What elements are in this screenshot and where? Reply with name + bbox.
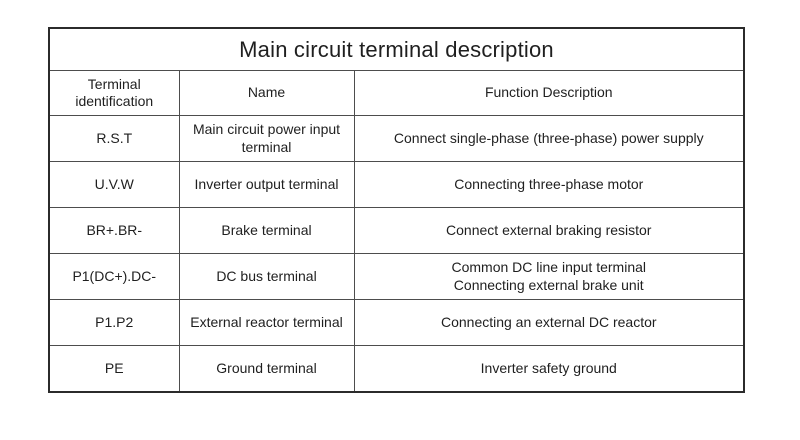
cell-description: Connecting three-phase motor [353, 161, 745, 208]
cell-name: Ground terminal [178, 345, 355, 393]
cell-terminal-id: PE [48, 345, 180, 393]
cell-name: DC bus terminal [178, 253, 355, 300]
cell-terminal-id: BR+.BR- [48, 207, 180, 254]
cell-description: Connect single-phase (three-phase) power… [353, 115, 745, 162]
table-header-row: Terminal identification Name Function De… [48, 70, 745, 116]
table-row: BR+.BR- Brake terminal Connect external … [48, 207, 745, 254]
cell-description: Common DC line input terminal Connecting… [353, 253, 745, 300]
table-row: PE Ground terminal Inverter safety groun… [48, 345, 745, 393]
cell-name: Brake terminal [178, 207, 355, 254]
col-header-name: Name [178, 70, 355, 116]
table-row: U.V.W Inverter output terminal Connectin… [48, 161, 745, 208]
cell-description: Connect external braking resistor [353, 207, 745, 254]
table-row: P1(DC+).DC- DC bus terminal Common DC li… [48, 253, 745, 300]
cell-name: External reactor terminal [178, 299, 355, 346]
col-header-function-description: Function Description [353, 70, 745, 116]
cell-terminal-id: R.S.T [48, 115, 180, 162]
table-title: Main circuit terminal description [48, 27, 745, 71]
main-circuit-terminal-table: Main circuit terminal description Termin… [48, 27, 746, 393]
col-header-terminal-identification: Terminal identification [48, 70, 180, 116]
table-title-row: Main circuit terminal description [48, 27, 745, 71]
cell-terminal-id: P1(DC+).DC- [48, 253, 180, 300]
table-row: R.S.T Main circuit power input terminal … [48, 115, 745, 162]
cell-terminal-id: P1.P2 [48, 299, 180, 346]
cell-name: Main circuit power input terminal [178, 115, 355, 162]
table-row: P1.P2 External reactor terminal Connecti… [48, 299, 745, 346]
cell-description: Inverter safety ground [353, 345, 745, 393]
cell-name: Inverter output terminal [178, 161, 355, 208]
cell-terminal-id: U.V.W [48, 161, 180, 208]
cell-description: Connecting an external DC reactor [353, 299, 745, 346]
